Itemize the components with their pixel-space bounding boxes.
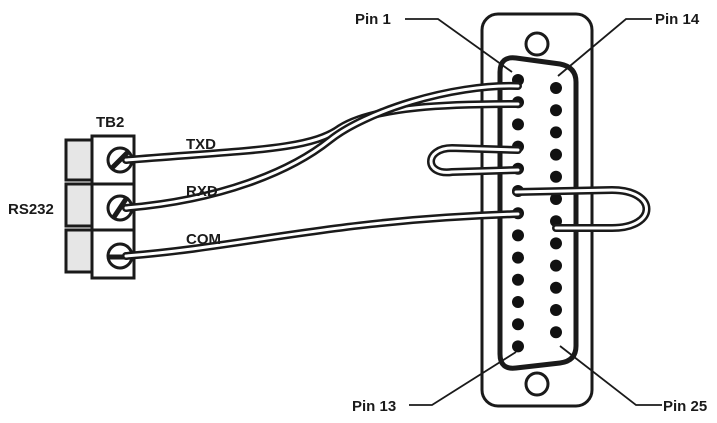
pin-18	[550, 170, 562, 183]
pin-19	[550, 193, 562, 205]
pin-17	[550, 148, 562, 161]
tb2-label: TB2	[96, 114, 124, 131]
leader-pin1	[405, 18, 513, 73]
pin-3	[512, 118, 524, 131]
pin-25	[550, 326, 562, 339]
wires	[122, 81, 651, 260]
pin-11	[512, 296, 524, 308]
com-label: COM	[186, 231, 221, 248]
leader-pin25	[559, 345, 662, 406]
pin-10	[512, 273, 524, 286]
pin-8	[512, 229, 524, 242]
pin-13	[512, 340, 524, 353]
pin-16	[550, 126, 562, 139]
screw-txd	[106, 146, 134, 174]
mounting-hole-bottom	[524, 371, 550, 397]
wire-txd	[122, 100, 522, 164]
wire-loopback-6-20-8	[512, 185, 651, 232]
terminal-block-tb2	[64, 134, 136, 280]
wire-loopback-4-5	[427, 143, 522, 177]
pin1-label: Pin 1	[355, 11, 391, 28]
labels: TB2 RS232 TXD RXD COM Pin 1 Pin 14 Pin 1…	[8, 11, 707, 415]
pin-24	[550, 304, 562, 316]
leader-lines	[405, 18, 662, 406]
pin25-label: Pin 25	[663, 398, 707, 415]
pin-21	[550, 237, 562, 250]
wire-rxd	[122, 81, 522, 212]
terminal-block-back	[64, 138, 94, 182]
wire-com	[122, 210, 522, 260]
mounting-hole-top	[524, 31, 550, 57]
rs232-label: RS232	[8, 201, 54, 218]
pin-22	[550, 259, 562, 272]
leader-pin14	[557, 18, 652, 77]
pin-23	[550, 281, 562, 294]
pin14-label: Pin 14	[655, 11, 700, 28]
pin-15	[550, 104, 562, 117]
terminal-block-back	[64, 182, 94, 228]
pin-9	[512, 251, 524, 264]
pin-12	[512, 318, 524, 331]
pin13-label: Pin 13	[352, 398, 396, 415]
rxd-label: RXD	[186, 183, 218, 200]
terminal-block-back	[64, 228, 94, 274]
db25-connector	[480, 12, 594, 408]
leader-pin13	[409, 351, 517, 406]
pin-14	[550, 82, 562, 94]
txd-label: TXD	[186, 136, 216, 153]
